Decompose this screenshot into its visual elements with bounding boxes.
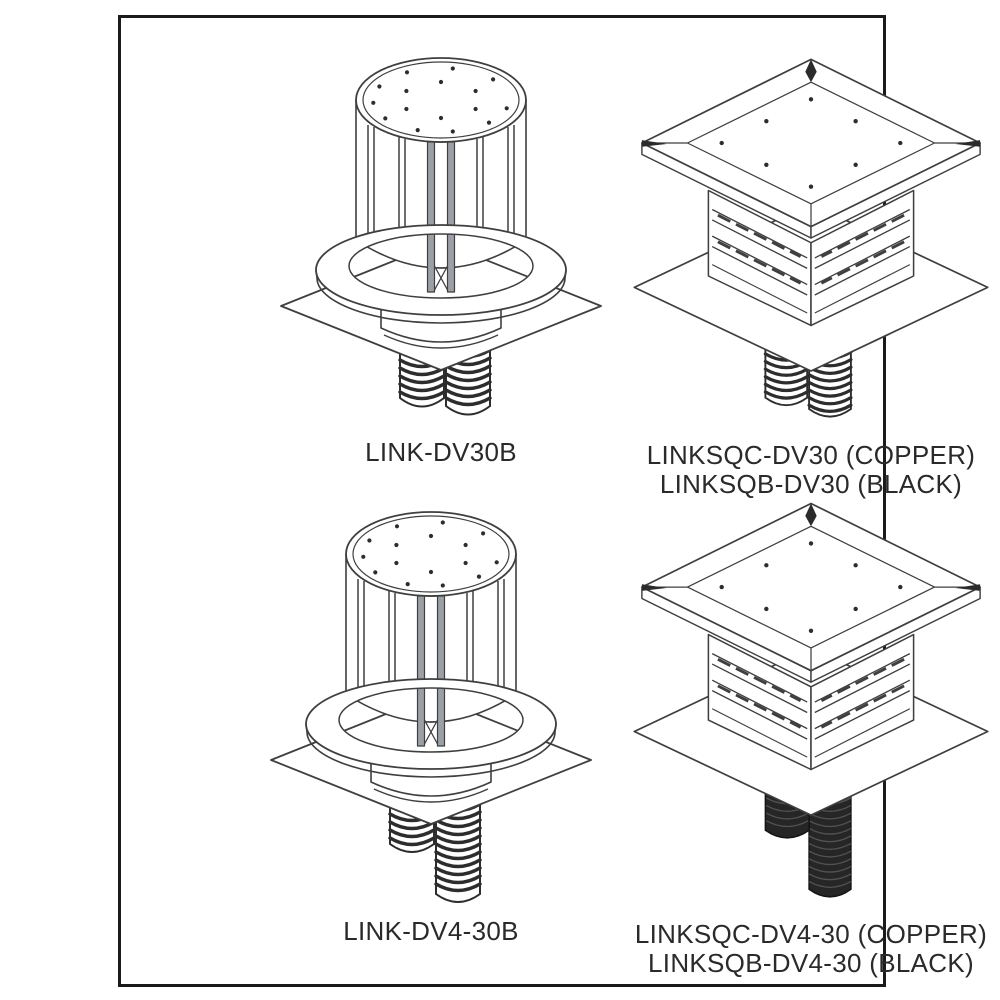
diagram-border-frame: LINK-DV30B <box>118 15 886 987</box>
square-cap-illustration <box>621 492 1000 898</box>
round-cap-assembly <box>270 511 592 825</box>
caption-line: LINK-DV30B <box>365 437 517 467</box>
figure-linksq-dv4-30: LINKSQC-DV4-30 (COPPER) LINKSQB-DV4-30 (… <box>621 492 1000 978</box>
figure-link-dv30b: LINK-DV30B <box>271 44 611 467</box>
figure-caption: LINKSQC-DV30 (COPPER) LINKSQB-DV30 (BLAC… <box>621 441 1000 499</box>
square-cap-illustration <box>621 48 1000 418</box>
figure-link-dv4-30b: LINK-DV4-30B <box>261 498 601 946</box>
round-cap-illustration <box>270 511 592 903</box>
caption-line: LINK-DV4-30B <box>343 916 519 946</box>
figure-caption: LINK-DV30B <box>271 438 611 467</box>
round-cap-assembly <box>280 57 602 371</box>
figure-caption: LINKSQC-DV4-30 (COPPER) LINKSQB-DV4-30 (… <box>621 920 1000 978</box>
round-cap-illustration <box>280 57 602 416</box>
caption-line: LINKSQC-DV4-30 (COPPER) <box>634 919 988 949</box>
caption-line: LINKSQB-DV4-30 (BLACK) <box>648 948 974 978</box>
caption-line: LINKSQB-DV30 (BLACK) <box>659 469 963 499</box>
figure-linksq-dv30: LINKSQC-DV30 (COPPER) LINKSQB-DV30 (BLAC… <box>621 48 1000 499</box>
square-cap-assembly <box>634 59 987 371</box>
figure-caption: LINK-DV4-30B <box>261 917 601 946</box>
caption-line: LINKSQC-DV30 (COPPER) <box>646 440 976 470</box>
square-cap-assembly <box>634 504 987 816</box>
